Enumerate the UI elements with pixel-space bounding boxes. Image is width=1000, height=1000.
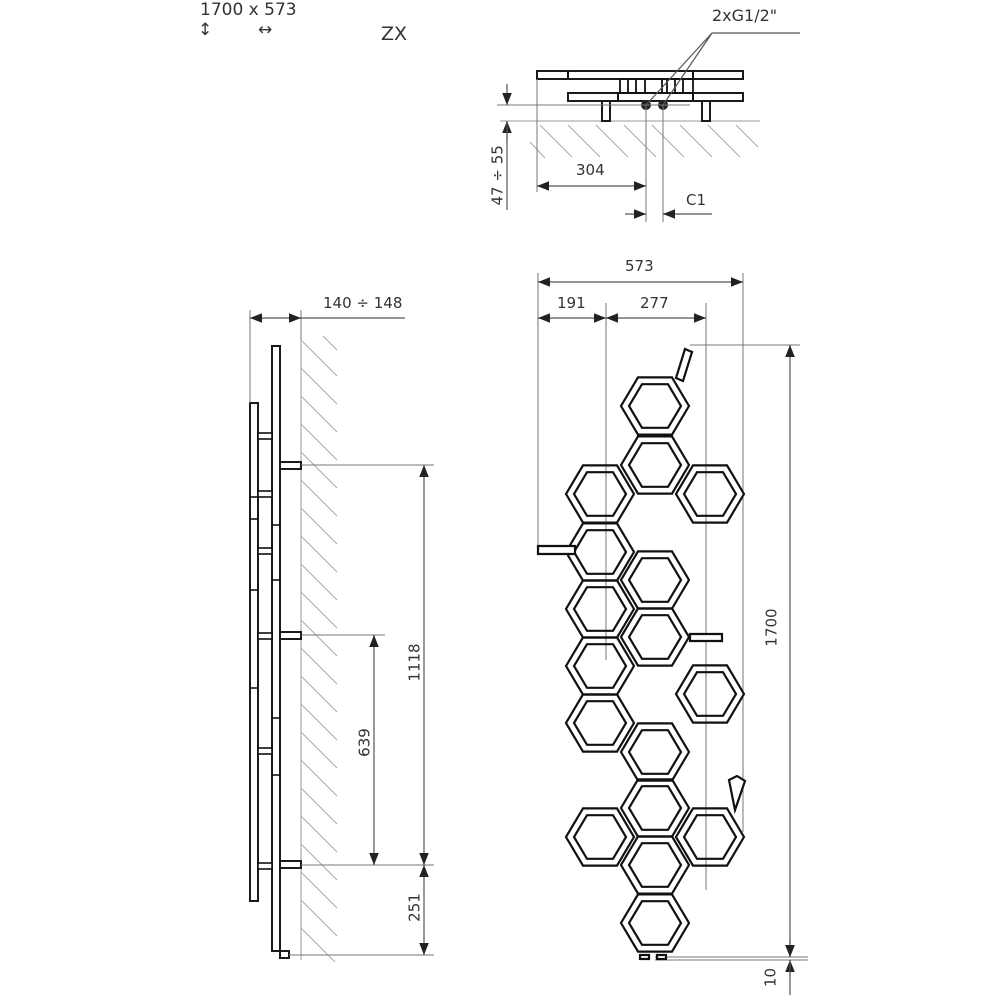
hexagon-cell <box>627 383 683 429</box>
bracket-span-label: 1118 <box>405 643 424 682</box>
hexagon-cell <box>682 814 738 860</box>
depth-label: 140 ÷ 148 <box>323 294 403 312</box>
spacing-c1-label: C1 <box>686 191 707 209</box>
hexagon-cell <box>674 464 746 524</box>
hexagon-cell <box>619 778 691 838</box>
connection-label: 2xG1/2" <box>712 6 778 25</box>
hexagon-cell <box>564 693 636 753</box>
hexagon-cell <box>627 842 683 888</box>
hexagon-cell <box>619 376 691 436</box>
total-width-label: 573 <box>625 257 654 275</box>
hexagon-cell <box>619 607 691 667</box>
width-arrow-icon: ↔ <box>258 20 273 40</box>
hexagon-cell <box>564 464 636 524</box>
hexagon-cell <box>572 700 628 746</box>
wall-distance-label: 47 ÷ 55 <box>488 145 507 206</box>
side-view <box>249 310 434 963</box>
hexagon-cell <box>564 636 636 696</box>
hexagon-cell <box>682 671 738 717</box>
hexagon-cell <box>572 471 628 517</box>
model-code: ZX <box>381 23 408 45</box>
bracket-mid-label: 639 <box>355 728 374 757</box>
hexagon-cell <box>572 814 628 860</box>
front-view <box>536 273 808 995</box>
height-arrow-icon: ↕ <box>198 20 213 40</box>
hexagon-cell <box>674 807 746 867</box>
offset-304-label: 304 <box>576 161 605 179</box>
hexagon-cell <box>674 664 746 724</box>
hexagon-cell <box>627 785 683 831</box>
hexagon-cell <box>627 557 683 603</box>
top-view <box>497 32 800 222</box>
center-span-label: 277 <box>640 294 669 312</box>
hexagon-cell <box>682 471 738 517</box>
total-height-label: 1700 <box>762 608 781 647</box>
hexagon-cell <box>627 729 683 775</box>
hexagon-cell <box>627 442 683 488</box>
hexagon-cell <box>564 579 636 639</box>
hexagon-cell <box>619 435 691 495</box>
hexagon-cell <box>627 614 683 660</box>
hexagon-cell <box>619 722 691 782</box>
hexagon-cell <box>572 643 628 689</box>
hexagon-cell <box>564 522 636 582</box>
hexagon-cell <box>619 550 691 610</box>
hexagon-cell <box>564 807 636 867</box>
hexagon-cell <box>572 529 628 575</box>
size-label: 1700 x 573 <box>200 0 297 20</box>
hexagon-cell <box>627 900 683 946</box>
hexagon-cell <box>572 586 628 632</box>
floor-gap-label: 10 <box>761 967 780 988</box>
left-offset-label: 191 <box>557 294 586 312</box>
hexagon-cell <box>619 893 691 953</box>
hexagon-cell <box>619 835 691 895</box>
bottom-offset-label: 251 <box>405 893 424 922</box>
